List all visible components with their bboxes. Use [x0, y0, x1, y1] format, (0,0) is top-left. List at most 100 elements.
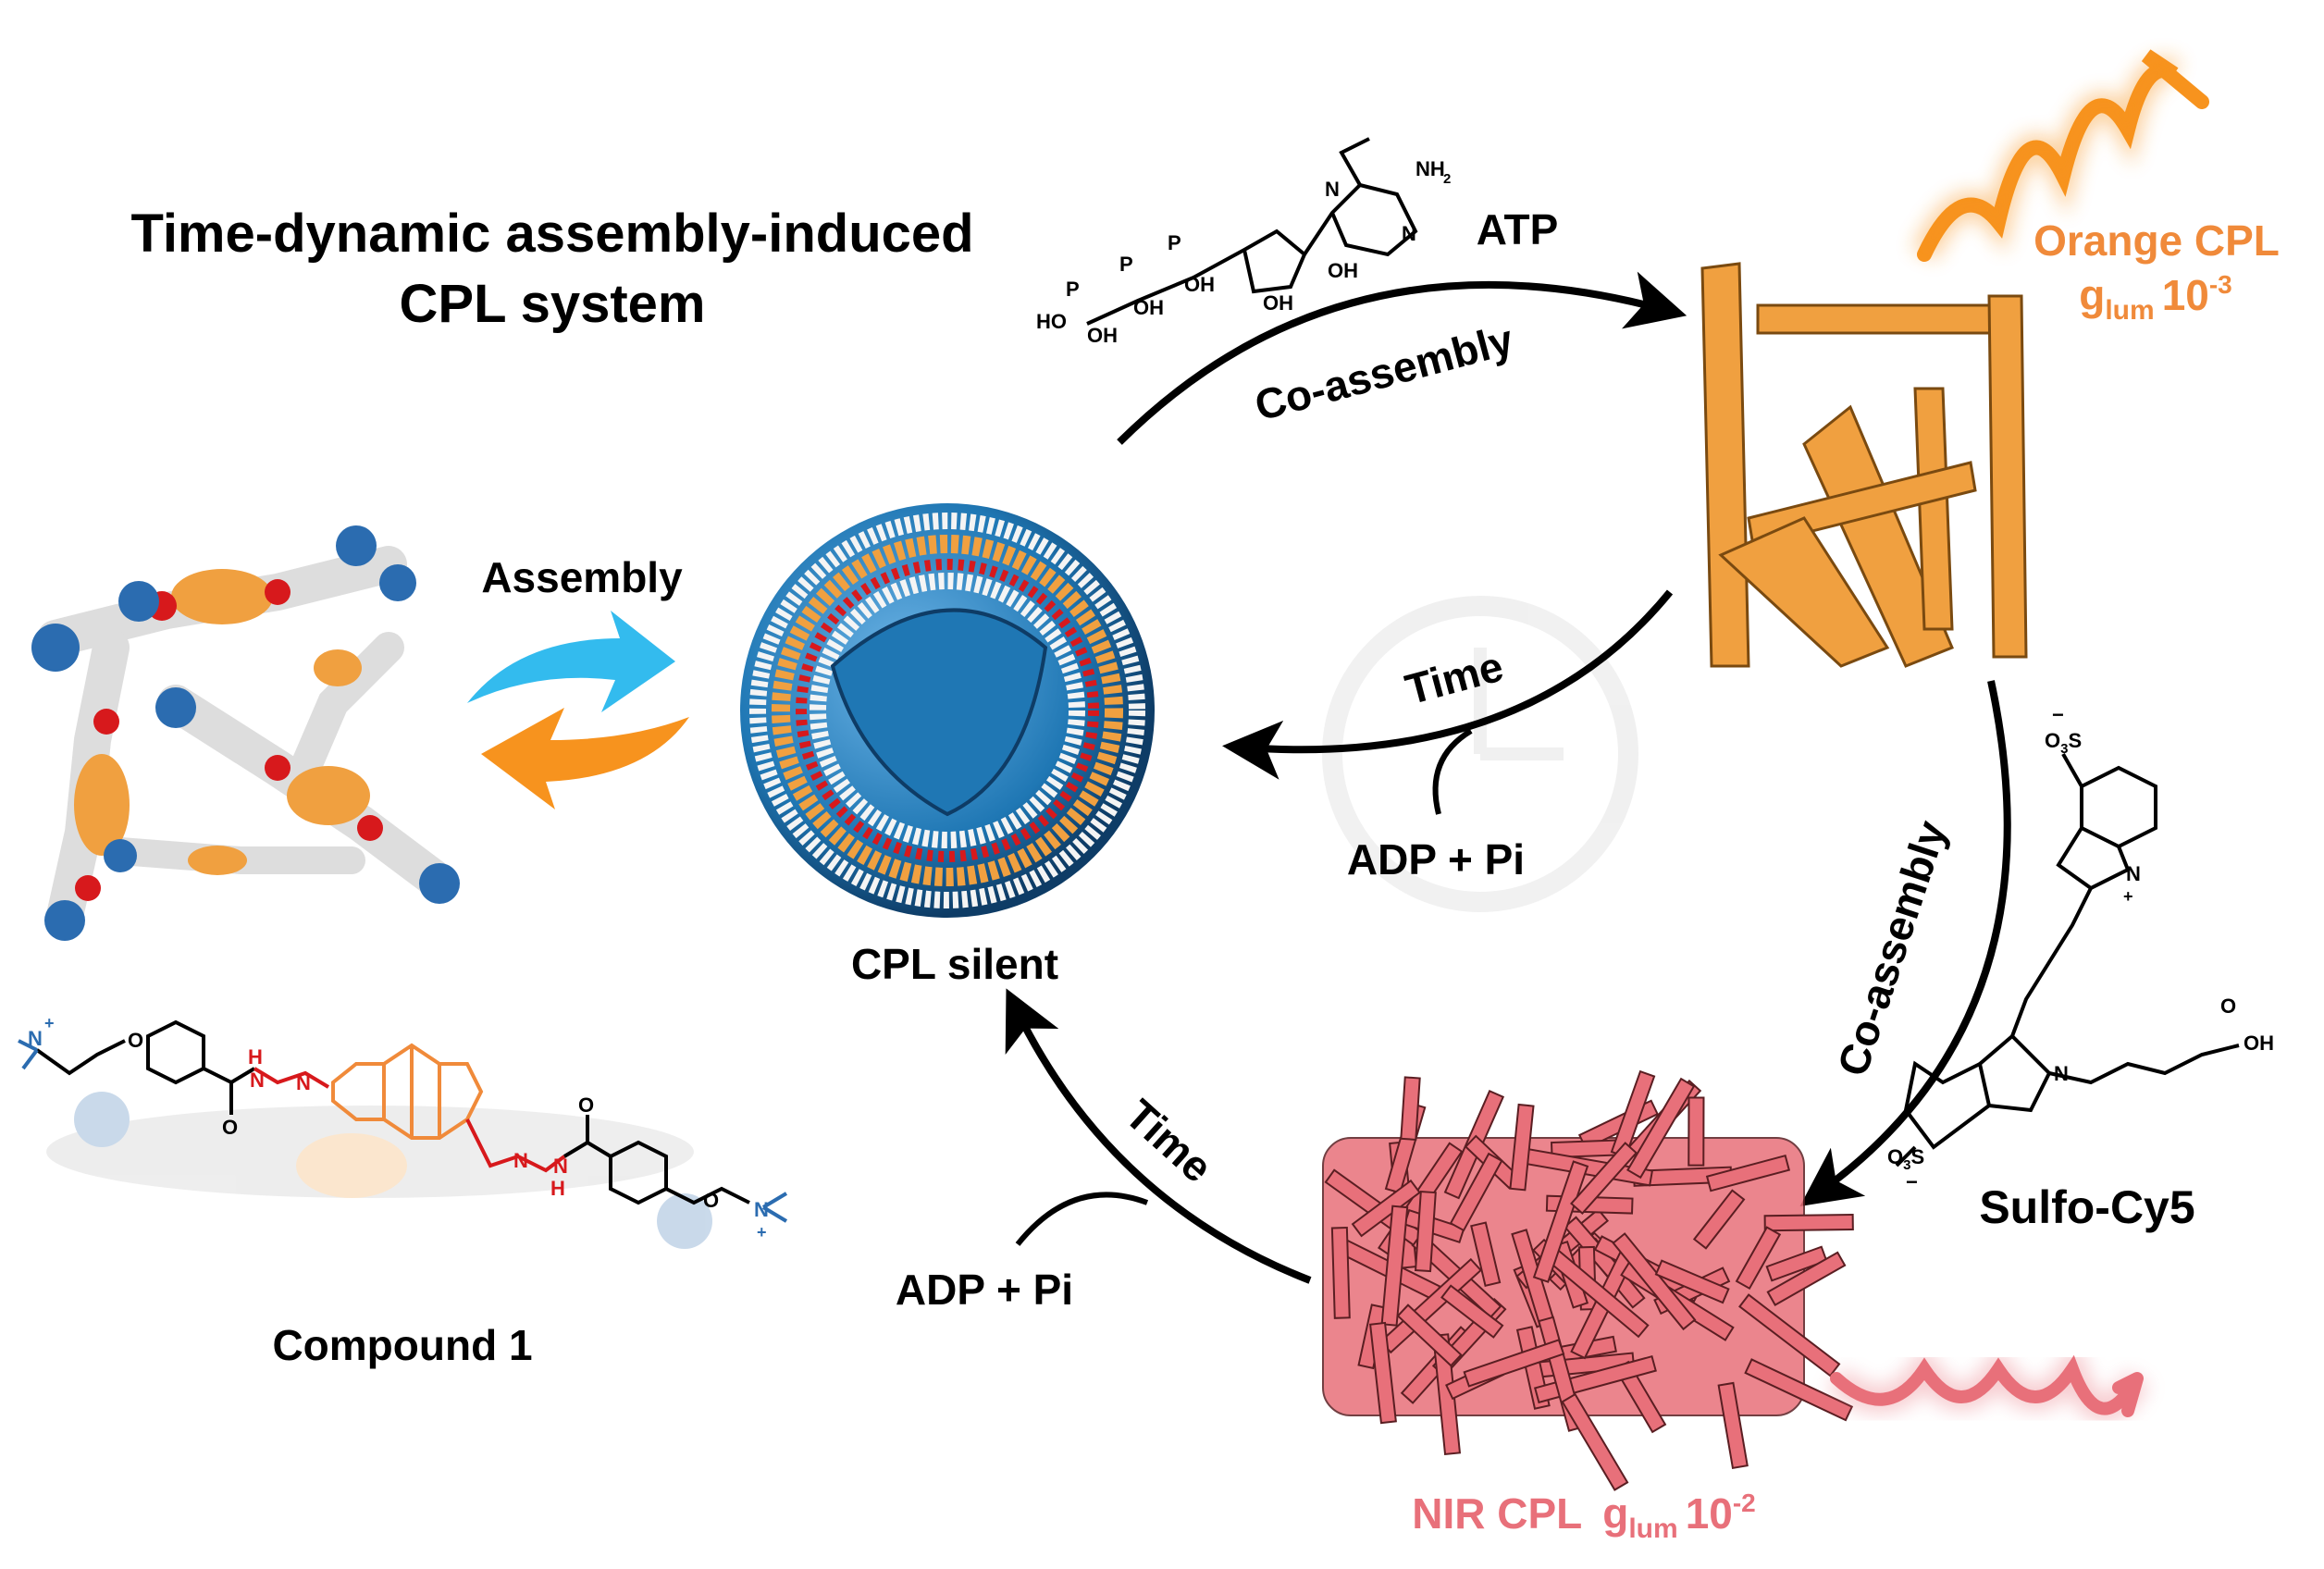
- svg-text:2: 2: [1443, 171, 1451, 187]
- svg-text:+: +: [2123, 887, 2133, 906]
- svg-text:P: P: [1066, 278, 1080, 301]
- nir-rod: [1744, 1358, 1854, 1422]
- svg-text:O3S: O3S: [2045, 729, 2082, 757]
- compound-1-atom-labels: N+ O O H N N N N H O O N+: [28, 1014, 769, 1242]
- svg-text:OH: OH: [1087, 324, 1118, 347]
- svg-text:H: H: [248, 1045, 263, 1069]
- adp-pi-label-lower: ADP + Pi: [896, 1266, 1073, 1314]
- forward-assembly-arrow: [467, 611, 675, 712]
- svg-text:+: +: [44, 1014, 55, 1032]
- nir-rod: [1687, 1096, 1705, 1167]
- svg-text:O: O: [2220, 995, 2236, 1018]
- compound-1-faded-model: [46, 1092, 712, 1249]
- nir-rod: [1400, 1076, 1421, 1141]
- monomer-chains-illustration: [31, 525, 460, 941]
- nir-rod: [1735, 1226, 1782, 1291]
- adp-pi-label-middle: ADP + Pi: [1347, 835, 1525, 883]
- nir-cpl-wave-icon: [1830, 1354, 2144, 1417]
- nir-rod: [1509, 1103, 1535, 1192]
- nir-rod: [1330, 1226, 1351, 1319]
- svg-text:N: N: [513, 1149, 528, 1172]
- sulfo-cy5-label: Sulfo-Cy5: [1979, 1181, 2194, 1233]
- time-arrow-middle: [1222, 589, 1674, 780]
- adp-release-curve-middle: [1432, 728, 1473, 815]
- title-line1: Time-dynamic assembly-induced: [130, 204, 973, 264]
- nir-rod: [1449, 1152, 1503, 1232]
- svg-text:OH: OH: [1133, 296, 1164, 319]
- clock-icon: [1322, 596, 1638, 912]
- cpl-silent-label: CPL silent: [851, 940, 1058, 988]
- svg-text:N: N: [754, 1198, 769, 1221]
- co-assembly-arrow-right: [1799, 680, 2011, 1206]
- compound-1-label: Compound 1: [272, 1321, 532, 1369]
- nir-rod: [1738, 1293, 1841, 1378]
- svg-text:NH: NH: [1415, 157, 1445, 180]
- compound-1-structure: [18, 1019, 788, 1223]
- time-label-lower: Time: [1117, 1090, 1222, 1192]
- nir-rod: [1380, 1205, 1409, 1327]
- svg-text:−: −: [1906, 1170, 1918, 1193]
- nir-rod: [1765, 1245, 1828, 1282]
- svg-text:O: O: [703, 1189, 719, 1212]
- nir-rod: [1570, 1142, 1638, 1215]
- sulfo-cy5-atom-labels: O3S − N + N O3S − O OH: [1887, 703, 2274, 1193]
- svg-text:P: P: [1119, 253, 1133, 276]
- co-assembly-label-right: Co-assembly: [1828, 814, 1956, 1081]
- nir-rod: [1463, 1339, 1565, 1388]
- nir-rod: [1396, 1303, 1463, 1367]
- svg-text:N: N: [553, 1155, 568, 1178]
- orange-helical-fibers-illustration: [1700, 262, 2028, 668]
- svg-text:N: N: [2054, 1062, 2069, 1085]
- nir-rod: [1692, 1189, 1746, 1250]
- time-label-middle: Time: [1401, 642, 1508, 714]
- svg-text:O3S: O3S: [1887, 1145, 1924, 1173]
- orange-cpl-label: Orange CPL: [2034, 216, 2280, 265]
- svg-text:N: N: [1325, 178, 1340, 201]
- svg-text:N: N: [1402, 222, 1416, 245]
- nir-rod: [1440, 1284, 1504, 1339]
- svg-text:O: O: [578, 1093, 594, 1117]
- nir-rod-aggregate-illustration: [1322, 1069, 1854, 1491]
- nir-rod: [1654, 1259, 1730, 1304]
- nir-rod: [1763, 1213, 1854, 1232]
- co-assembly-arrow-top: [1117, 271, 1687, 445]
- adp-release-curve-lower: [1015, 1192, 1149, 1246]
- nir-rod: [1626, 1077, 1696, 1180]
- svg-text:−: −: [2052, 703, 2064, 726]
- atp-label: ATP: [1477, 205, 1559, 253]
- svg-text:+: +: [757, 1223, 767, 1242]
- svg-text:OH: OH: [2244, 1032, 2274, 1055]
- nir-rod: [1470, 1221, 1502, 1287]
- svg-text:N: N: [2126, 862, 2141, 885]
- nir-rod: [1414, 1190, 1437, 1273]
- title-line2: CPL system: [400, 274, 706, 334]
- svg-text:OH: OH: [1184, 273, 1215, 296]
- reverse-assembly-arrow: [481, 708, 689, 809]
- svg-text:P: P: [1168, 231, 1181, 254]
- svg-text:N: N: [28, 1027, 43, 1050]
- nir-rod: [1561, 1392, 1629, 1491]
- svg-text:O: O: [222, 1116, 238, 1139]
- atp-structure: [1086, 137, 1418, 326]
- atp-atom-labels: HO OH OH OH OH OH P P P NH2 N N: [1036, 157, 1451, 347]
- vesicle-illustration: [740, 503, 1155, 918]
- sulfo-cy5-structure: [1895, 753, 2240, 1167]
- nir-rod: [1369, 1321, 1397, 1425]
- nir-rod: [1532, 1160, 1589, 1283]
- nir-rod: [1351, 1179, 1421, 1238]
- svg-text:H: H: [550, 1177, 565, 1200]
- svg-text:O: O: [128, 1029, 143, 1052]
- nir-rod: [1766, 1251, 1847, 1306]
- co-assembly-label-top: Co-assembly: [1250, 315, 1518, 429]
- svg-text:OH: OH: [1263, 291, 1293, 315]
- svg-text:N: N: [296, 1071, 311, 1094]
- svg-text:OH: OH: [1328, 259, 1358, 282]
- svg-text:N: N: [250, 1069, 265, 1092]
- nir-rod: [1717, 1381, 1749, 1470]
- svg-text:HO: HO: [1036, 310, 1067, 333]
- time-arrow-lower: [1005, 988, 1312, 1284]
